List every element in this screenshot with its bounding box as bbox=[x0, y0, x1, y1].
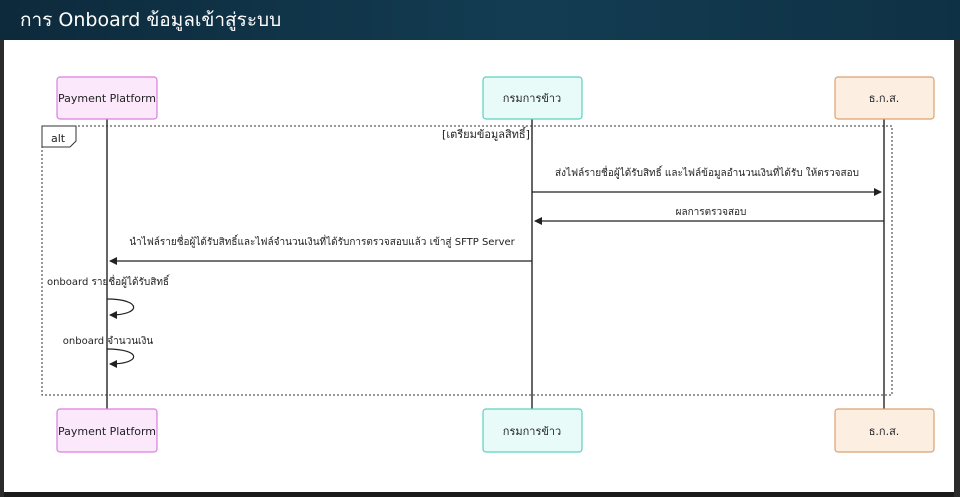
alt-keyword: alt bbox=[51, 132, 66, 145]
participant-label: ธ.ก.ส. bbox=[869, 92, 900, 105]
participant-label: Payment Platform bbox=[58, 425, 156, 438]
self-loop-arrow bbox=[106, 348, 135, 368]
message-onboard-amount: onboard จำนวนเงิน bbox=[63, 336, 154, 368]
left-window-edge bbox=[0, 40, 4, 497]
message-label: ผลการตรวจสอบ bbox=[676, 207, 747, 218]
participant-label: Payment Platform bbox=[58, 92, 156, 105]
title-bar: การ Onboard ข้อมูลเข้าสู่ระบบ bbox=[0, 0, 960, 40]
message-label: onboard จำนวนเงิน bbox=[63, 336, 154, 347]
message-label: onboard รายชื่อผู้ได้รับสิทธิ์ bbox=[47, 274, 171, 288]
participant-dept-top: กรมการข้าว bbox=[482, 76, 583, 120]
alt-block-label-tab bbox=[41, 125, 77, 148]
message-label: นำไฟล์รายชื่อผู้ได้รับสิทธิ์และไฟล์จำนวน… bbox=[129, 234, 515, 248]
participant-label: กรมการข้าว bbox=[503, 92, 561, 105]
message-onboard-names: onboard รายชื่อผู้ได้รับสิทธิ์ bbox=[47, 274, 171, 319]
participant-box bbox=[482, 408, 583, 453]
right-window-edge bbox=[954, 40, 960, 497]
participant-box bbox=[56, 76, 158, 120]
page-title: การ Onboard ข้อมูลเข้าสู่ระบบ bbox=[20, 9, 282, 31]
participant-payment-bottom: Payment Platform bbox=[56, 408, 158, 453]
message-send-files: ส่งไฟล์รายชื่อผู้ได้รับสิทธิ์ และไฟล์ข้อ… bbox=[532, 165, 882, 196]
participant-baac-top: ธ.ก.ส. bbox=[834, 76, 935, 120]
participant-dept-bottom: กรมการข้าว bbox=[482, 408, 583, 453]
message-upload-sftp: นำไฟล์รายชื่อผู้ได้รับสิทธิ์และไฟล์จำนวน… bbox=[109, 234, 532, 265]
message-check-result: ผลการตรวจสอบ bbox=[534, 207, 884, 225]
alt-block-frame bbox=[41, 125, 893, 396]
participant-label: ธ.ก.ส. bbox=[869, 425, 900, 438]
participant-box bbox=[56, 408, 158, 453]
participant-box bbox=[834, 408, 935, 453]
sequence-diagram: alt [เตรียมข้อมูลสิทธิ์] Payment Platfor… bbox=[41, 76, 935, 453]
message-label: ส่งไฟล์รายชื่อผู้ได้รับสิทธิ์ และไฟล์ข้อ… bbox=[555, 165, 859, 179]
alt-condition: [เตรียมข้อมูลสิทธิ์] bbox=[442, 126, 530, 141]
participant-box bbox=[482, 76, 583, 120]
self-loop-arrow bbox=[106, 298, 135, 319]
diagram-canvas: alt [เตรียมข้อมูลสิทธิ์] Payment Platfor… bbox=[4, 40, 954, 492]
participant-label: กรมการข้าว bbox=[503, 425, 561, 438]
participant-baac-bottom: ธ.ก.ส. bbox=[834, 408, 935, 453]
participant-payment-top: Payment Platform bbox=[56, 76, 158, 120]
participant-box bbox=[834, 76, 935, 120]
